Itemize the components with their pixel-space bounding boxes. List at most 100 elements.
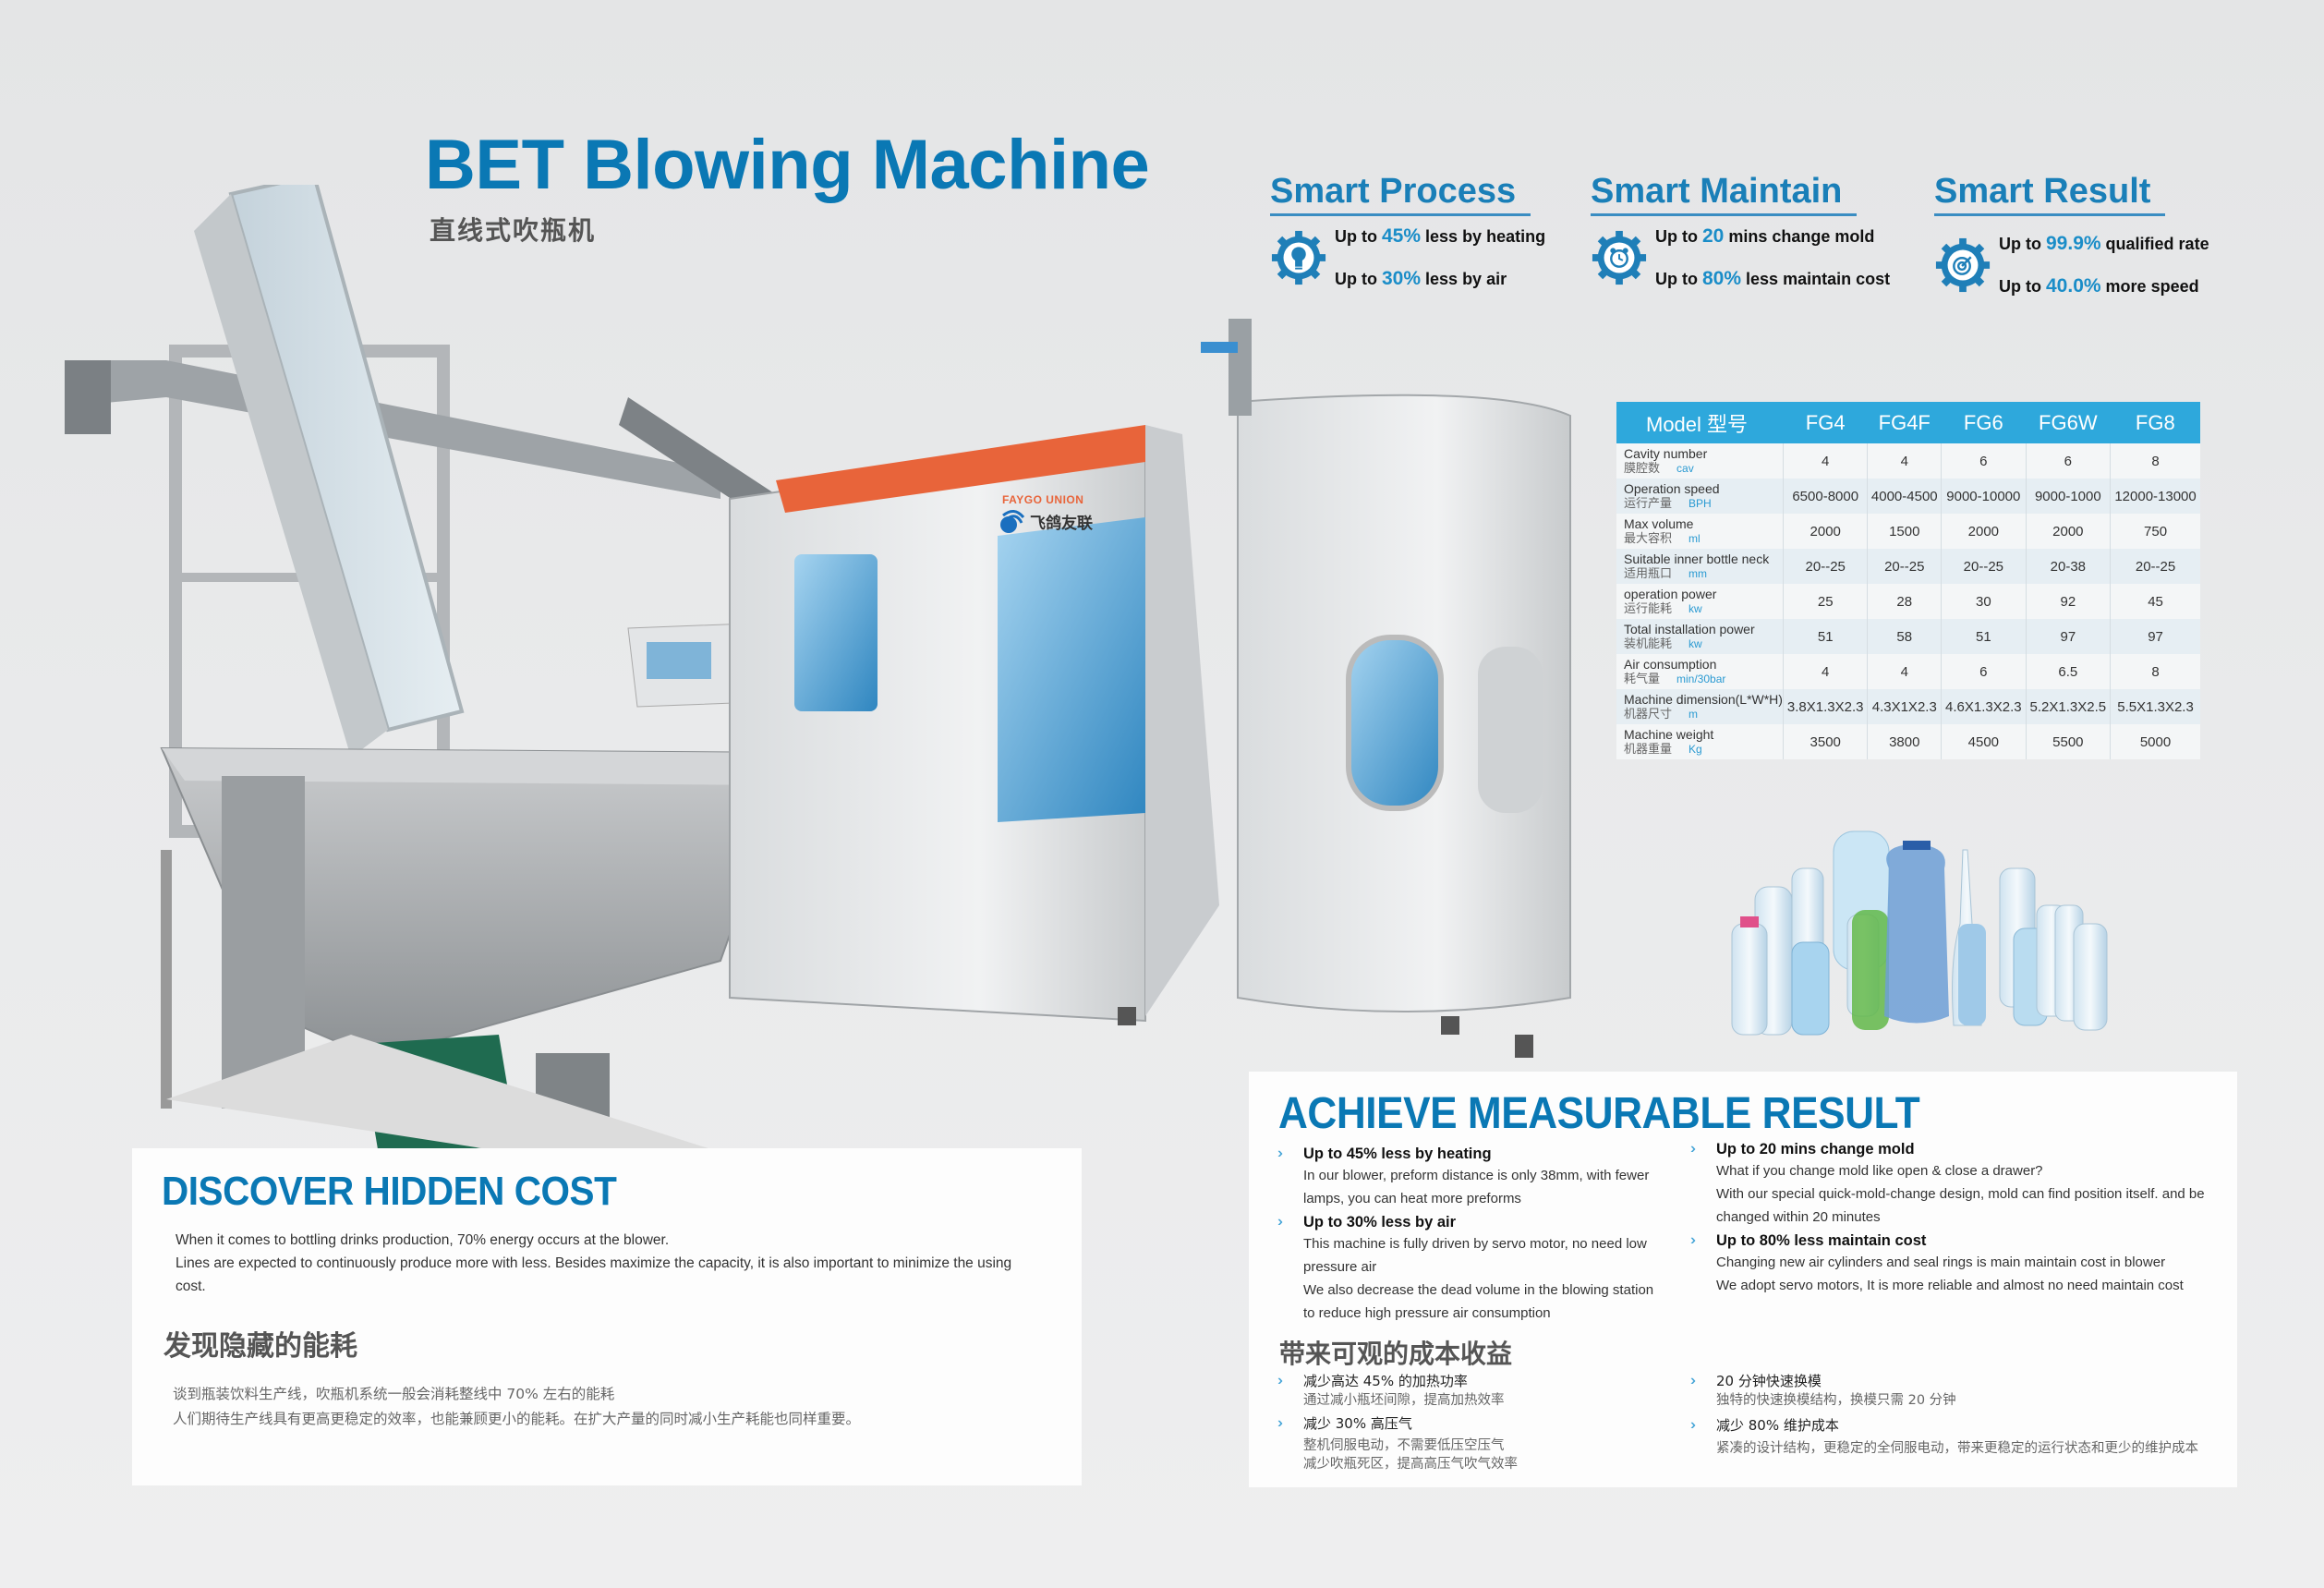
achieve-item-title: Up to 45% less by heating	[1303, 1146, 1492, 1162]
achieve-item: ››› Up to 80% less maintain cost Changin…	[1690, 1230, 2226, 1297]
chevrons-right-icon: ›››	[1690, 1373, 1696, 1388]
spec-cell: 3800	[1867, 724, 1942, 759]
spec-header-model-label: Model 型号	[1616, 402, 1784, 443]
achieve-item-title-cn: 20 分钟快速换模	[1716, 1373, 1822, 1389]
smart-process-title: Smart Process	[1270, 172, 1531, 216]
achieve-right-column: ››› Up to 20 mins change mold What if yo…	[1690, 1139, 2226, 1297]
spec-cell: 3.8X1.3X2.3	[1782, 689, 1868, 724]
spec-label-en: Max volume	[1624, 515, 1694, 531]
page-subtitle-cn: 直线式吹瓶机	[430, 215, 597, 246]
spec-cell: 2000	[1941, 514, 2027, 549]
achieve-item-title: Up to 30% less by air	[1303, 1214, 1457, 1230]
smart-result-title: Smart Result	[1934, 172, 2166, 216]
spec-label-cn: 机器重量	[1624, 742, 1673, 757]
spec-label-en: operation power	[1624, 586, 1717, 601]
achieve-item: ››› Up to 45% less by heating In our blo…	[1277, 1144, 1665, 1210]
achieve-item-cn: ››› 减少高达 45% 的加热功率 通过减小瓶坯间隙，提高加热效率	[1277, 1371, 1665, 1410]
discover-text-cn: 谈到瓶装饮料生产线，吹瓶机系统一般会消耗整线中 70% 左右的能耗 人们期待生产…	[173, 1382, 1059, 1432]
achieve-item-cn: ››› 减少 30% 高压气 整机伺服电动，不需要低压空压气 减少吹瓶死区，提高…	[1277, 1413, 1665, 1473]
page-title: BET Blowing Machine	[425, 126, 1150, 204]
spec-cell: 25	[1782, 584, 1868, 619]
discover-paragraph-cn: 人们期待生产线具有更高更稳定的效率，也能兼顾更小的能耗。在扩大产量的同时减小生产…	[173, 1411, 861, 1427]
spec-cell: 750	[2110, 514, 2200, 549]
achieve-title: ACHIEVE MEASURABLE RESULT	[1278, 1089, 1920, 1138]
spec-cell: 4	[1867, 443, 1942, 479]
achieve-item: ››› Up to 30% less by air This machine i…	[1277, 1212, 1665, 1325]
spec-cell: 5500	[2025, 724, 2111, 759]
spec-cell: 4	[1782, 654, 1868, 689]
achieve-item-text: With our special quick-mold-change desig…	[1716, 1186, 2205, 1225]
achieve-item-text: What if you change mold like open & clos…	[1716, 1163, 2043, 1179]
achieve-title-cn: 带来可观的成本收益	[1279, 1339, 1513, 1369]
achieve-item: ››› Up to 20 mins change mold What if yo…	[1690, 1139, 2226, 1229]
spec-cell: 5.2X1.3X2.5	[2025, 689, 2111, 724]
spec-header-model: FG4	[1783, 402, 1868, 443]
smart-maintain-line-2: Up to 80% less maintain cost	[1655, 268, 1891, 289]
spec-cell: 4.3X1X2.3	[1867, 689, 1942, 724]
spec-cell: 4000-4500	[1867, 479, 1942, 514]
spec-cell: 6	[1941, 443, 2027, 479]
alarm-clock-gear-icon	[1592, 230, 1647, 285]
spec-label-cn: 装机能耗	[1624, 636, 1673, 651]
smart-maintain-line-1: Up to 20 mins change mold	[1655, 225, 1875, 247]
smart-result-line-2: Up to 40.0% more speed	[1999, 275, 2199, 297]
spec-cell: 92	[2025, 584, 2111, 619]
spec-cell: 9000-1000	[2025, 479, 2111, 514]
spec-cell: 3500	[1782, 724, 1868, 759]
spec-label-cn: 最大容积	[1624, 531, 1673, 546]
achieve-item-text: Changing new air cylinders and seal ring…	[1716, 1255, 2166, 1270]
achieve-item-text: This machine is fully driven by servo mo…	[1303, 1236, 1647, 1275]
discover-paragraph: Lines are expected to continuously produ…	[176, 1255, 1012, 1294]
spec-label-en: Air consumption	[1624, 656, 1717, 672]
achieve-panel	[1249, 1072, 2237, 1487]
spec-header-model: FG8	[2110, 402, 2200, 443]
spec-header-model: FG6W	[2026, 402, 2111, 443]
discover-text: When it comes to bottling drinks product…	[176, 1229, 1044, 1298]
spec-label-cn: 机器尺寸	[1624, 707, 1673, 721]
spec-label-unit: Kg	[1689, 742, 1702, 756]
chevrons-right-icon: ›››	[1277, 1415, 1283, 1431]
spec-cell: 12000-13000	[2110, 479, 2200, 514]
spec-cell: 30	[1941, 584, 2027, 619]
spec-header-model: FG4F	[1867, 402, 1942, 443]
spec-label-unit: ml	[1689, 531, 1701, 545]
spec-cell: 2000	[2025, 514, 2111, 549]
achieve-item-text-cn: 独特的快速换模结构，换模只需 20 分钟	[1716, 1393, 1956, 1408]
achieve-item-title: Up to 80% less maintain cost	[1716, 1232, 1927, 1249]
smart-result-line-1: Up to 99.9% qualified rate	[1999, 233, 2209, 254]
discover-paragraph-cn: 谈到瓶装饮料生产线，吹瓶机系统一般会消耗整线中 70% 左右的能耗	[173, 1386, 615, 1402]
chevrons-right-icon: ›››	[1277, 1214, 1283, 1230]
spec-cell: 1500	[1867, 514, 1942, 549]
achieve-left-column-cn: ››› 减少高达 45% 的加热功率 通过减小瓶坯间隙，提高加热效率 ››› 减…	[1277, 1371, 1665, 1473]
smart-process-line-2: Up to 30% less by air	[1335, 268, 1507, 289]
discover-title: DISCOVER HIDDEN COST	[162, 1169, 617, 1214]
spec-label-cn: 耗气量	[1624, 672, 1661, 686]
spec-cell: 97	[2110, 619, 2200, 654]
spec-table: Model 型号 FG4 FG4F FG6 FG6W FG8 Cavity nu…	[1616, 402, 2200, 759]
discover-title-cn: 发现隐藏的能耗	[163, 1330, 357, 1363]
chevrons-right-icon: ›››	[1277, 1373, 1283, 1388]
spec-cell: 2000	[1782, 514, 1868, 549]
bottles-illustration	[1731, 830, 2108, 1036]
spec-cell: 51	[1941, 619, 2027, 654]
spec-cell: 20--25	[1867, 549, 1942, 584]
spec-table-header-row: Model 型号 FG4 FG4F FG6 FG6W FG8	[1616, 402, 2200, 443]
spec-cell: 8	[2110, 654, 2200, 689]
spec-label-en: Total installation power	[1624, 621, 1755, 636]
discover-panel	[132, 1148, 1082, 1485]
spec-label-unit: min/30bar	[1676, 672, 1726, 685]
achieve-item-cn: ››› 20 分钟快速换模 独特的快速换模结构，换模只需 20 分钟	[1690, 1371, 2226, 1410]
achieve-item-text-cn: 减少吹瓶死区，提高高压气吹气效率	[1303, 1457, 1518, 1472]
